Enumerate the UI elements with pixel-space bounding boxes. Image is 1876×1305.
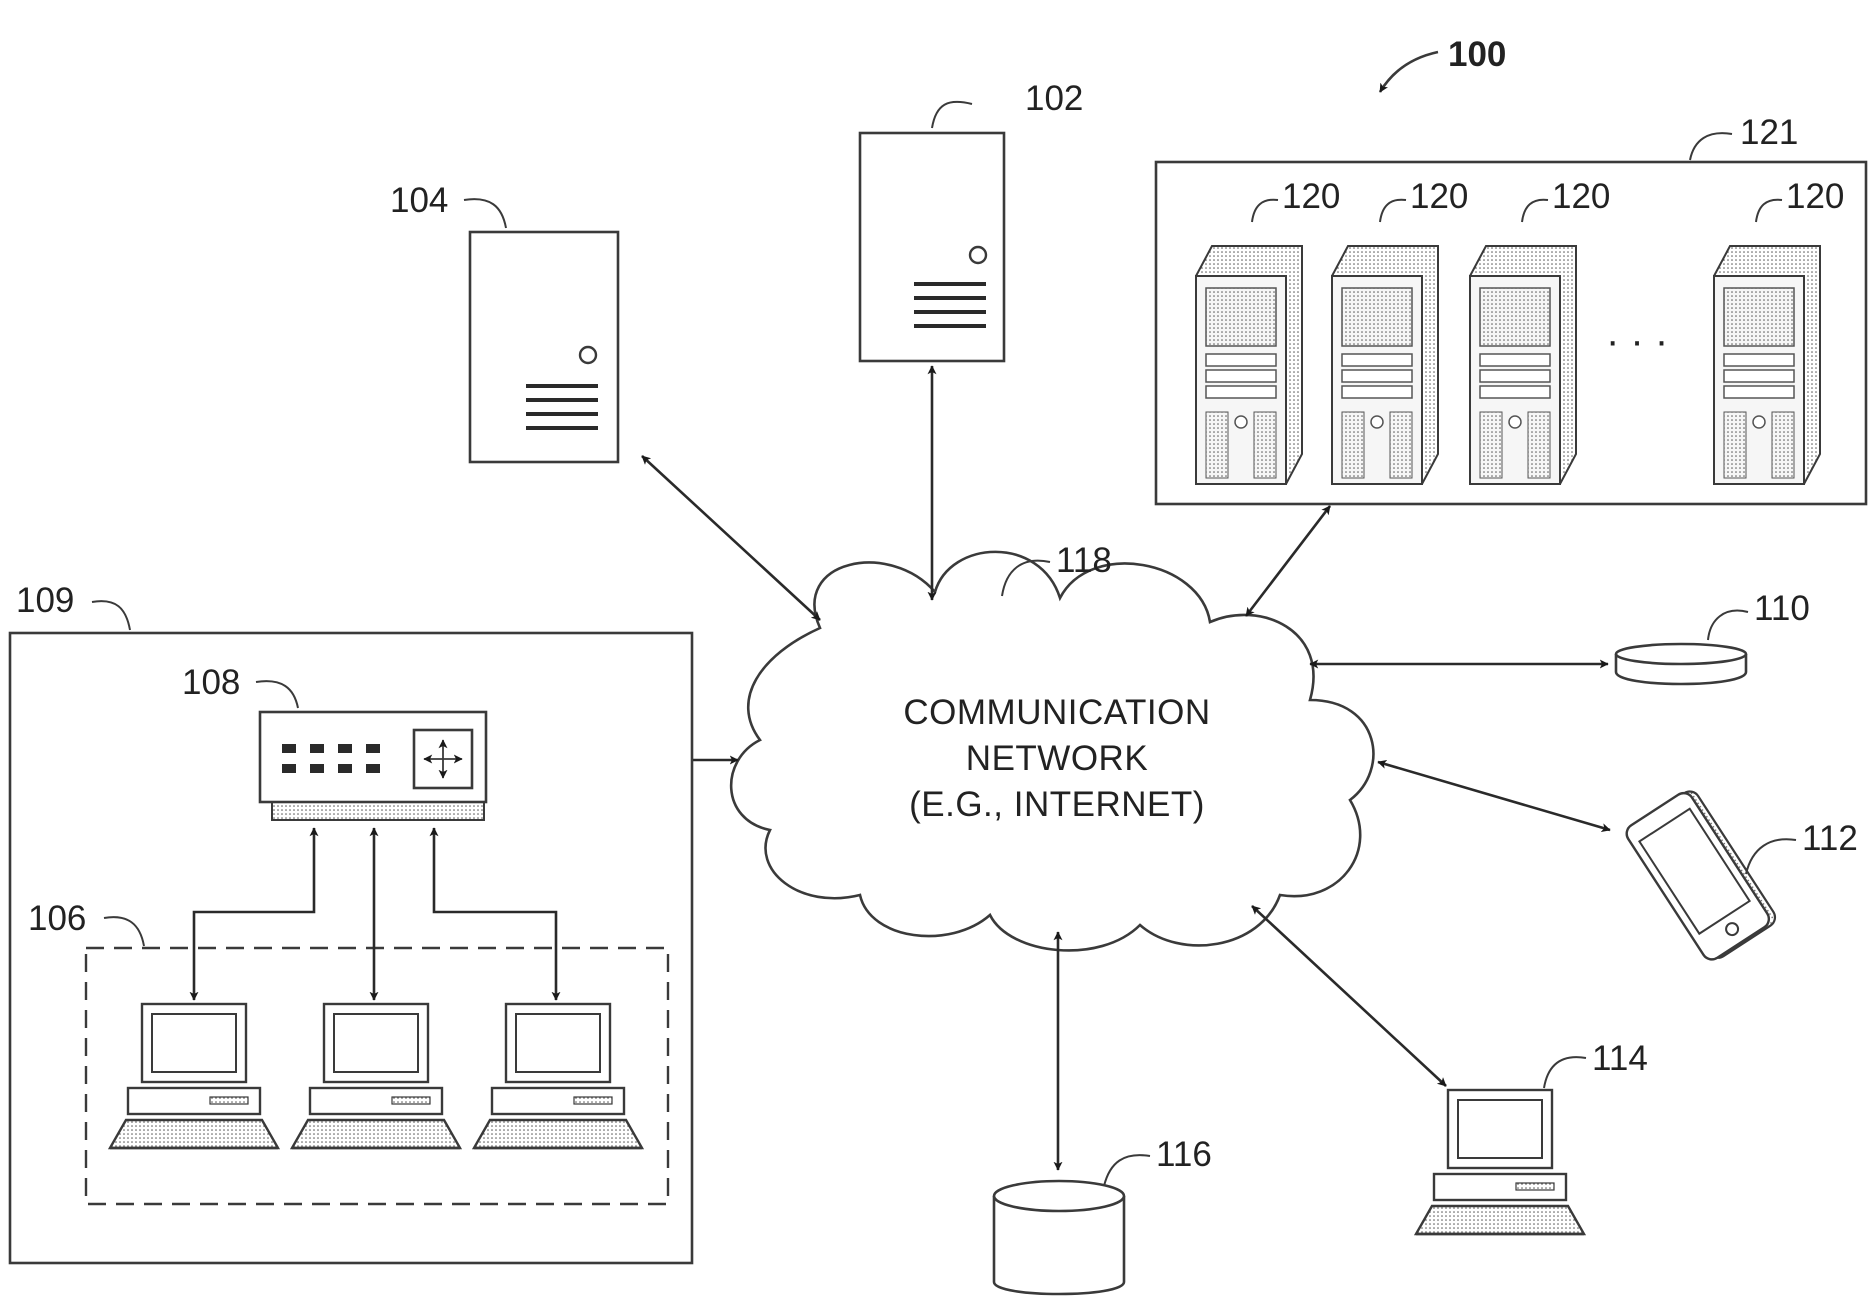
server-102-label: 102 [1025, 79, 1083, 118]
local-computers-106-label: 106 [28, 899, 86, 938]
figure-number: 100 [1448, 35, 1506, 74]
network-label-line2: NETWORK [966, 739, 1148, 778]
storage-disk-110-label: 110 [1754, 589, 1810, 628]
server-104-label: 104 [390, 181, 448, 220]
router-108-label: 108 [182, 663, 240, 702]
tower-server-4-label: 120 [1786, 177, 1844, 216]
cluster-ellipsis: · · · [1606, 319, 1668, 363]
remote-computer-114-label: 114 [1592, 1039, 1648, 1078]
link-112-network [1378, 762, 1610, 830]
link-114-network [1252, 906, 1446, 1086]
mobile-device-112-leader [1746, 839, 1796, 874]
server-cluster-121-leader [1690, 133, 1732, 160]
local-network-109-leader [92, 601, 130, 630]
router-108 [260, 712, 486, 820]
mobile-device-112-label: 112 [1802, 819, 1858, 858]
server-102-leader [932, 102, 972, 128]
storage-disk-110-leader [1708, 611, 1748, 640]
tower-server-1-label: 120 [1282, 177, 1340, 216]
link-121-network [1246, 506, 1330, 616]
mobile-device-112 [1623, 786, 1779, 965]
link-104-network [642, 456, 820, 620]
database-116 [994, 1181, 1124, 1294]
storage-disk-110 [1616, 644, 1746, 684]
tower-server-3-label: 120 [1552, 177, 1610, 216]
remote-computer-114 [1416, 1090, 1584, 1234]
tower-server-2-label: 120 [1410, 177, 1468, 216]
tower-server-2 [1332, 246, 1438, 484]
network-label-line1: COMMUNICATION [903, 693, 1210, 732]
tower-server-4 [1714, 246, 1820, 484]
server-cluster-121-label: 121 [1740, 113, 1798, 152]
local-network-109-label: 109 [16, 581, 74, 620]
network-label-line3: (E.G., INTERNET) [909, 785, 1205, 824]
figure-pointer-arrow [1380, 52, 1438, 92]
remote-computer-114-leader [1544, 1057, 1586, 1088]
server-104-leader [464, 199, 506, 228]
server-102 [860, 133, 1004, 361]
database-116-leader [1104, 1155, 1150, 1186]
network-ref-label: 118 [1056, 541, 1112, 580]
tower-server-1 [1196, 246, 1302, 484]
database-116-label: 116 [1156, 1135, 1212, 1174]
tower-server-3 [1470, 246, 1576, 484]
server-104 [470, 232, 618, 462]
